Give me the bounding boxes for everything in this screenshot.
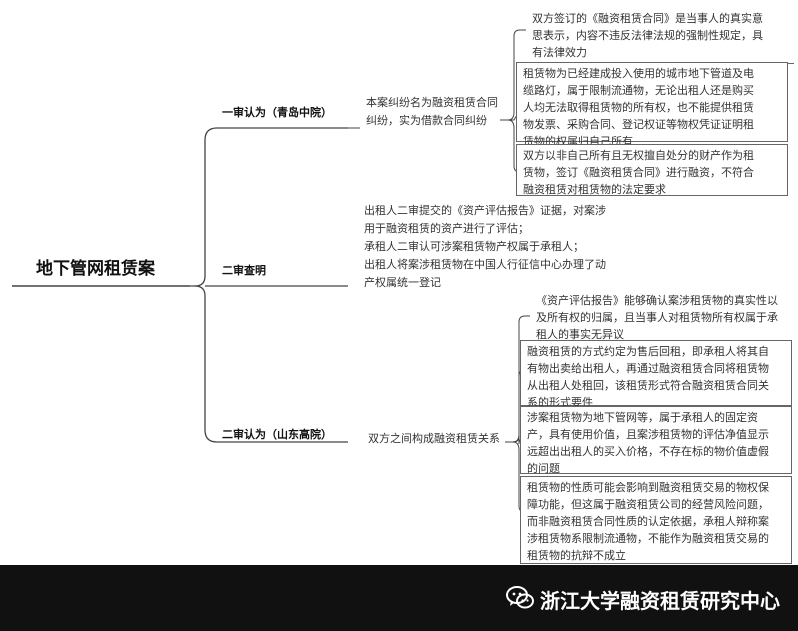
summary-line: 纠纷，实为借款合同纠纷	[366, 114, 487, 127]
branch-summary-second-instance-opinion: 双方之间构成融资租赁关系	[368, 432, 500, 445]
summary-line: 本案纠纷名为融资租赁合同	[366, 96, 498, 109]
detail-line: 人均无法取得租赁物的所有权，也不能提供租赁	[523, 101, 754, 114]
detail-box: 融资租赁的方式约定为售后回租，即承租人将其自 有物出卖给出租人，再通过融资租赁合…	[520, 340, 792, 409]
detail-line: 物发票、采购合同、登记权证等物权凭证证明租	[523, 118, 754, 131]
detail-line: 产，具有使用价值，且案涉租赁物的评估净值显示	[527, 428, 769, 441]
detail-box: 《资产评估报告》能够确认案涉租赁物的真实性以 及所有权的归属，且当事人对租赁物所…	[530, 290, 792, 342]
detail-box: 双方签订的《融资租赁合同》是当事人的真实意 思表示，内容不违反法律法规的强制性规…	[526, 8, 794, 64]
detail-line: 的问题	[527, 462, 560, 475]
connector-lines	[12, 29, 531, 513]
detail-line: 涉租赁物系限制流通物，不能作为融资租赁交易的	[527, 532, 769, 545]
detail-line: 双方签订的《融资租赁合同》是当事人的真实意	[532, 12, 763, 25]
detail-line: 双方以非自己所有且无权擅自处分的财产作为租	[523, 149, 754, 162]
detail-line: 有法律效力	[532, 46, 587, 59]
detail-line: 系的形式要件	[527, 396, 593, 409]
branch-label-second-instance-findings: 二审查明	[222, 264, 266, 277]
summary-line: 出租人将案涉租赁物在中国人行征信中心办理了动	[364, 258, 606, 271]
detail-line: 思表示，内容不违反法律法规的强制性规定，具	[532, 29, 763, 42]
detail-line: 租人的事实无异议	[536, 328, 624, 341]
detail-line: 赁物，签订《融资租赁合同》进行融资，不符合	[523, 166, 754, 179]
detail-line: 融资租赁对租赁物的法定要求	[523, 183, 666, 196]
detail-line: 租赁物的抗辩不成立	[527, 549, 626, 562]
detail-box: 双方以非自己所有且无权擅自处分的财产作为租 赁物，签订《融资租赁合同》进行融资，…	[516, 144, 788, 196]
detail-line: 而非融资租赁合同性质的认定依据，承租人辩称案	[527, 515, 769, 528]
summary-line: 产权属统一登记	[364, 276, 441, 289]
root-title: 地下管网租赁案	[36, 259, 155, 279]
branch-label-first-instance: 一审认为（青岛中院）	[222, 106, 332, 119]
summary-line: 出租人二审提交的《资产评估报告》证据，对案涉	[364, 204, 606, 217]
detail-line: 障功能，但这属于融资租赁公司的经营风险问题，	[527, 498, 769, 511]
mind-map: 地下管网租赁案 一审认为（青岛中院） 本案纠纷名为融资租赁合同 纠纷，实为借款合…	[12, 8, 794, 564]
detail-line: 从出租人处租回，该租赁形式符合融资租赁合同关	[527, 379, 769, 392]
branch-summary-first-instance: 本案纠纷名为融资租赁合同 纠纷，实为借款合同纠纷	[366, 94, 498, 130]
detail-line: 缆路灯，属于限制流通物，无论出租人还是购买	[523, 84, 754, 97]
summary-line: 用于融资租赁的资产进行了评估；	[364, 222, 529, 235]
detail-line: 融资租赁的方式约定为售后回租，即承租人将其自	[527, 345, 769, 358]
detail-line: 租赁物为已经建成投入使用的城市地下管道及电	[523, 67, 754, 80]
branch-label-second-instance-opinion: 二审认为（山东高院）	[222, 428, 332, 441]
wechat-icon	[506, 586, 534, 609]
summary-line: 承租人二审认可涉案租赁物产权属于承租人；	[364, 240, 584, 253]
detail-line: 《资产评估报告》能够确认案涉租赁物的真实性以	[536, 294, 778, 307]
detail-line: 涉案租赁物为地下管网等，属于承租人的固定资	[527, 411, 758, 424]
detail-box: 涉案租赁物为地下管网等，属于承租人的固定资 产，具有使用价值，且案涉租赁物的评估…	[520, 406, 792, 475]
detail-line: 及所有权的归属，且当事人对租赁物所有权属于承	[536, 311, 778, 324]
detail-box: 租赁物为已经建成投入使用的城市地下管道及电 缆路灯，属于限制流通物，无论出租人还…	[516, 62, 788, 148]
footer-text: 浙江大学融资租赁研究中心	[540, 589, 780, 613]
detail-line: 有物出卖给出租人，再通过融资租赁合同将租赁物	[527, 362, 769, 375]
detail-line: 远超出出租人的买入价格，不存在标的物价值虚假	[527, 445, 769, 458]
branch-summary-second-instance-findings: 出租人二审提交的《资产评估报告》证据，对案涉 用于融资租赁的资产进行了评估； 承…	[364, 202, 606, 292]
detail-box: 租赁物的性质可能会影响到融资租赁交易的物权保 障功能，但这属于融资租赁公司的经营…	[520, 476, 792, 564]
footer-banner: 浙江大学融资租赁研究中心	[0, 565, 798, 631]
detail-line: 租赁物的性质可能会影响到融资租赁交易的物权保	[527, 481, 769, 494]
